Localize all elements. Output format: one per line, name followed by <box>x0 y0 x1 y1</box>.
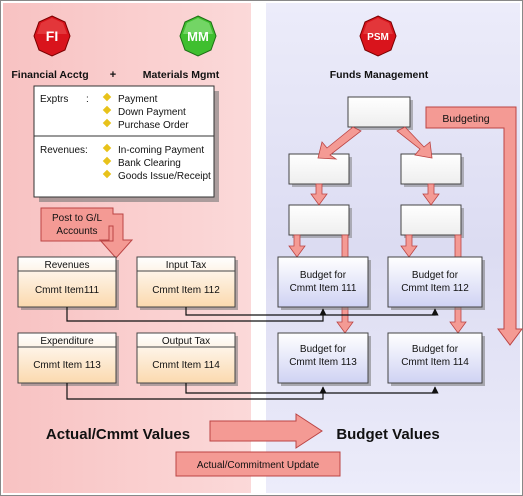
gl-account-item: Cmmt Item 114 <box>152 360 220 371</box>
budgeting-arrow: Budgeting <box>425 106 523 346</box>
revenues-item: In-coming Payment <box>118 145 204 156</box>
post-to-gl-line2: Accounts <box>56 226 97 237</box>
budget-box-111: Budget for Cmmt Item 111 <box>277 256 371 310</box>
gl-account-item: Cmmt Item 113 <box>33 360 101 371</box>
bullet-icon <box>102 92 112 102</box>
mm-label: Materials Mgmt <box>143 69 220 81</box>
arrow-top-to-left <box>317 126 362 160</box>
gl-account-title: Input Tax <box>166 260 206 271</box>
budget-box-114: Budget for Cmmt Item 114 <box>387 332 485 386</box>
gl-account-input-tax: Input Tax Cmmt Item 112 <box>136 256 238 310</box>
budget-line2: Cmmt Item 114 <box>401 357 469 368</box>
funds-center-level2-right <box>400 153 464 187</box>
psm-badge-text: PSM <box>367 32 389 43</box>
exptrs-item: Purchase Order <box>118 120 189 131</box>
gl-account-revenues: Revenues Cmmt Item111 <box>17 256 119 310</box>
source-box: Exptrs : Payment Down Payment Purchase O… <box>33 85 219 202</box>
exptrs-label: Exptrs <box>40 94 68 105</box>
budget-line2: Cmmt Item 111 <box>290 283 357 294</box>
left-panel <box>3 3 251 493</box>
budget-line2: Cmmt Item 112 <box>401 283 469 294</box>
funds-center-level3-right <box>400 204 464 238</box>
bullet-icon <box>102 169 112 179</box>
right-panel <box>266 3 520 493</box>
post-to-gl-line1: Post to G/L <box>52 213 102 224</box>
update-label: Actual/Commitment Update <box>197 460 320 471</box>
psm-badge: PSM <box>359 15 397 57</box>
gl-account-title: Expenditure <box>40 336 94 347</box>
gl-account-title: Output Tax <box>162 336 210 347</box>
exptrs-colon: : <box>86 94 89 105</box>
revenues-label: Revenues: <box>40 145 88 156</box>
connector-inputtax-112 <box>185 307 439 316</box>
gl-account-item: Cmmt Item111 <box>35 285 100 296</box>
arrow-l3-left-to-111 <box>288 234 306 258</box>
bullet-icon <box>102 118 112 128</box>
budget-box-113: Budget for Cmmt Item 113 <box>277 332 371 386</box>
arrow-top-to-right <box>396 126 433 159</box>
funds-center-top <box>347 96 413 130</box>
bullet-icon <box>102 105 112 115</box>
gl-account-title: Revenues <box>44 260 89 271</box>
arrow-l2-left-down <box>310 183 328 206</box>
arrow-l2-right-down <box>422 183 440 206</box>
funds-center-level3-left <box>288 204 352 238</box>
budget-box-112: Budget for Cmmt Item 112 <box>387 256 485 310</box>
plus-sign: + <box>110 69 116 81</box>
funds-center-level2-left <box>288 153 352 187</box>
mm-badge: MM <box>179 15 217 57</box>
budget-line2: Cmmt Item 113 <box>289 357 357 368</box>
budget-line1: Budget for <box>412 344 459 355</box>
flow-arrow <box>209 413 323 449</box>
bullet-icon <box>102 156 112 166</box>
psm-label: Funds Management <box>330 69 429 81</box>
budget-line1: Budget for <box>412 270 459 281</box>
fi-badge: FI <box>33 15 71 57</box>
post-to-gl-arrow: Post to G/L Accounts <box>40 207 134 259</box>
revenues-item: Bank Clearing <box>118 158 181 169</box>
revenues-item: Goods Issue/Receipt <box>118 171 211 182</box>
mm-badge-text: MM <box>187 29 209 44</box>
fi-label: Financial Acctg <box>11 69 88 81</box>
budgeting-label: Budgeting <box>442 113 489 125</box>
gl-account-output-tax: Output Tax Cmmt Item 114 <box>136 332 238 386</box>
update-label-box: Actual/Commitment Update <box>175 451 341 477</box>
budget-values-label: Budget Values <box>336 426 439 443</box>
budget-line1: Budget for <box>300 344 347 355</box>
fi-badge-text: FI <box>46 28 58 44</box>
arrow-l3-right-to-112 <box>400 234 418 258</box>
actual-cmmt-values-label: Actual/Cmmt Values <box>46 426 190 443</box>
gl-account-expenditure: Expenditure Cmmt Item 113 <box>17 332 119 386</box>
gl-account-item: Cmmt Item 112 <box>152 285 220 296</box>
connector-outputtax-114 <box>185 383 439 394</box>
exptrs-item: Payment <box>118 94 158 105</box>
budget-line1: Budget for <box>300 270 347 281</box>
exptrs-item: Down Payment <box>118 107 186 118</box>
bullet-icon <box>102 143 112 153</box>
connector-lines <box>66 307 439 400</box>
